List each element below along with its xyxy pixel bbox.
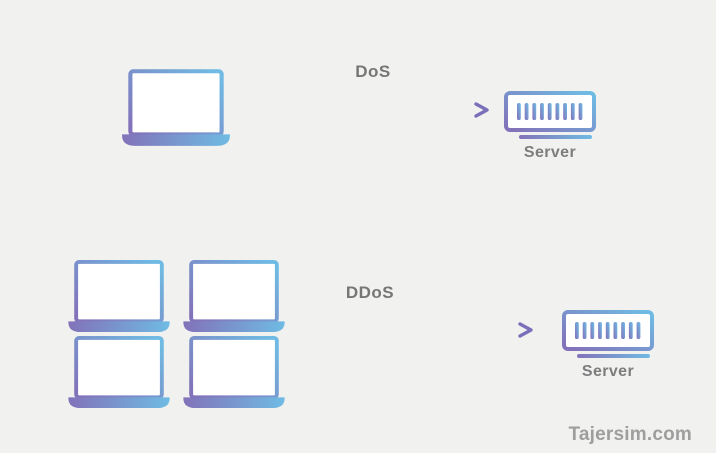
ddos-label: DDoS [345, 283, 395, 302]
ddos-server-label: Server [581, 363, 635, 380]
ddos-server-unit: Server [562, 310, 654, 381]
dos-server-unit: Server [504, 91, 596, 162]
watermark: Tajersim.com [568, 424, 692, 445]
dos-server-icon [504, 91, 596, 141]
dos-attacker-laptop-icon [120, 69, 232, 148]
dos-server-label: Server [523, 144, 577, 161]
ddos-botnet-laptop-icon-2 [181, 260, 287, 334]
ddos-server-icon [562, 310, 654, 360]
ddos-arrow-right-icon [291, 320, 536, 340]
ddos-botnet-laptop-icon-1 [66, 260, 172, 334]
dos-label: DoS [355, 62, 391, 81]
ddos-botnet-laptop-icon-3 [66, 336, 172, 410]
ddos-botnet-laptop-icon-4 [181, 336, 287, 410]
dos-arrow-right-icon [247, 100, 492, 120]
